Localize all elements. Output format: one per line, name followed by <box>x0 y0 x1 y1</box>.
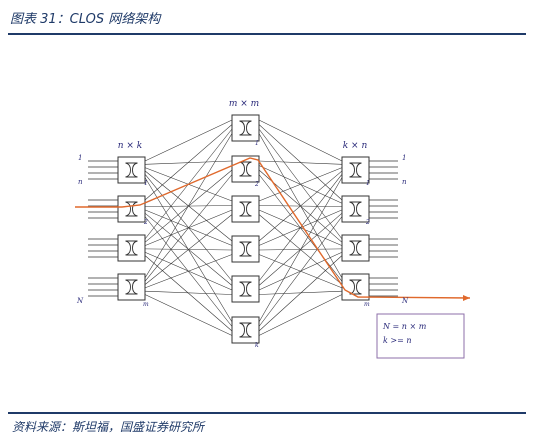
crossbar-glyph <box>125 201 138 217</box>
left-stage-label: n × k <box>118 141 143 151</box>
left-switch-index-m: m <box>143 301 149 308</box>
bottom-divider <box>8 412 526 414</box>
middle-switch <box>231 235 260 263</box>
crossbar-glyph <box>125 162 138 178</box>
link-left-to-middle <box>144 255 233 332</box>
link-middle-to-right <box>258 167 343 202</box>
legend-box <box>376 313 465 359</box>
link-middle-to-right <box>258 294 343 336</box>
middle-switch <box>231 316 260 344</box>
middle-switch <box>231 114 260 142</box>
link-left-to-middle <box>144 290 233 295</box>
right-port-label-N: N <box>401 297 409 305</box>
link-left-to-middle <box>144 174 233 282</box>
switches <box>117 114 370 344</box>
figure-title: 图表 31：CLOS 网络架构 <box>10 12 161 27</box>
link-left-to-middle <box>144 119 233 162</box>
link-middle-to-right <box>258 177 343 323</box>
link-left-to-middle <box>144 160 233 165</box>
left-switch <box>117 195 146 223</box>
source-note: 资料来源：斯坦福，国盛证券研究所 <box>12 420 205 434</box>
legend-line-2: k >= n <box>383 336 412 345</box>
right-switch-index-m: m <box>364 301 370 308</box>
left-switch <box>117 273 146 301</box>
crossbar-glyph <box>239 201 252 217</box>
legend-line-1: N = n × m <box>382 322 427 331</box>
link-middle-to-right <box>258 119 343 162</box>
middle-switch <box>231 195 260 223</box>
highlighted-route <box>75 157 471 299</box>
middle-switch-index-2: 2 <box>254 181 259 188</box>
interconnect-lines <box>144 119 343 336</box>
link-middle-to-right <box>258 160 343 165</box>
right-port-label-1: 1 <box>402 154 406 162</box>
crossbar-glyph <box>349 240 362 256</box>
right-switch <box>341 273 370 301</box>
crossbar-glyph <box>239 120 252 136</box>
link-left-to-middle <box>144 133 233 279</box>
left-switch-index-2: 2 <box>143 219 148 226</box>
right-stage-label: k × n <box>343 141 368 151</box>
middle-stage-label: m × m <box>229 99 259 109</box>
link-left-to-middle <box>144 254 233 289</box>
middle-switch-index-1: 1 <box>255 140 259 147</box>
link-left-to-middle <box>144 294 233 336</box>
crossbar-glyph <box>239 322 252 338</box>
link-middle-to-right <box>258 124 343 201</box>
left-port-label-n: n <box>78 178 83 186</box>
right-switch <box>341 156 370 184</box>
route-arrowhead <box>463 295 470 301</box>
right-switch <box>341 195 370 223</box>
link-middle-to-right <box>258 255 343 332</box>
left-switch <box>117 234 146 262</box>
right-port-label-n: n <box>402 178 407 186</box>
link-left-to-middle <box>144 214 233 285</box>
crossbar-glyph <box>349 279 362 295</box>
link-middle-to-right <box>258 174 343 282</box>
link-middle-to-right <box>258 128 343 240</box>
port-lines <box>88 160 398 297</box>
link-middle-to-right <box>258 216 343 327</box>
left-port-label-1: 1 <box>78 154 82 162</box>
right-switch-index-2: 2 <box>365 219 370 226</box>
crossbar-glyph <box>349 162 362 178</box>
crossbar-glyph <box>349 201 362 217</box>
top-divider <box>8 33 526 35</box>
crossbar-glyph <box>239 281 252 297</box>
middle-switch <box>231 275 260 303</box>
crossbar-glyph <box>125 240 138 256</box>
link-middle-to-right <box>258 290 343 295</box>
link-left-to-middle <box>144 216 233 327</box>
right-switch <box>341 234 370 262</box>
left-port-label-N: N <box>76 297 84 305</box>
link-middle-to-right <box>258 170 343 242</box>
link-left-to-middle <box>144 124 233 201</box>
highlighted-path <box>75 157 471 301</box>
right-switch-index-1: 1 <box>366 180 370 187</box>
middle-switch-index-k: k <box>255 342 259 349</box>
left-switch <box>117 156 146 184</box>
crossbar-glyph <box>239 161 252 177</box>
crossbar-glyph <box>125 279 138 295</box>
crossbar-glyph <box>239 241 252 257</box>
left-switch-index-1: 1 <box>144 180 148 187</box>
